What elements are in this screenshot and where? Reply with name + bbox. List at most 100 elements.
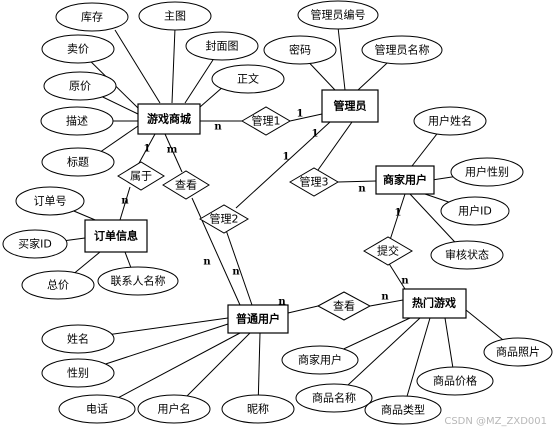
attribute-user-name: 姓名: [41, 324, 115, 354]
relationship-manage3: 管理3: [289, 167, 339, 197]
attribute-user-gender: 性别: [41, 358, 115, 388]
attribute-order-total: 总价: [21, 270, 95, 300]
svg-text:商品照片: 商品照片: [496, 345, 540, 359]
attribute-order-buyer-id: 买家ID: [2, 229, 68, 259]
attribute-store-price: 卖价: [41, 34, 115, 64]
attribute-store-inventory: 库存: [55, 2, 129, 32]
svg-text:管理员编号: 管理员编号: [311, 8, 366, 22]
svg-text:查看: 查看: [175, 178, 197, 192]
attribute-game-merchant-user: 商家用户: [281, 345, 359, 375]
svg-text:订单信息: 订单信息: [94, 229, 138, 243]
svg-text:用户名: 用户名: [158, 402, 191, 416]
cardinality-label: 1: [312, 129, 319, 140]
svg-text:提交: 提交: [377, 244, 399, 258]
attribute-store-original-price: 原价: [43, 71, 117, 101]
relationship-view-store: 查看: [162, 170, 210, 200]
attribute-order-number: 订单号: [15, 186, 85, 216]
svg-text:描述: 描述: [66, 114, 88, 128]
svg-text:商家用户: 商家用户: [298, 353, 342, 367]
cardinality-label: m: [167, 145, 178, 156]
attribute-admin-name: 管理员名称: [361, 35, 443, 65]
svg-text:管理员名称: 管理员名称: [375, 43, 430, 57]
attribute-merchant-audit-status: 审核状态: [430, 240, 504, 270]
cardinality-label: 1: [297, 109, 304, 120]
entity-game-store: 游戏商城: [137, 103, 201, 135]
svg-text:姓名: 姓名: [67, 332, 89, 346]
svg-text:热门游戏: 热门游戏: [412, 296, 456, 310]
cardinality-label: 1: [283, 152, 290, 163]
relationship-view-game: 查看: [316, 291, 372, 321]
entity-normal-user: 普通用户: [227, 304, 289, 334]
svg-text:订单号: 订单号: [34, 195, 67, 208]
entity-admin: 管理员: [321, 89, 379, 123]
attribute-store-cover: 封面图: [185, 31, 259, 61]
svg-text:卖价: 卖价: [67, 43, 89, 56]
entity-order-info: 订单信息: [84, 219, 148, 253]
svg-text:联系人名称: 联系人名称: [111, 274, 166, 288]
cardinality-label: n: [232, 267, 240, 278]
relationship-manage2: 管理2: [199, 204, 249, 234]
svg-text:商品价格: 商品价格: [433, 374, 477, 388]
cardinality-label: n: [278, 297, 286, 308]
svg-text:查看: 查看: [333, 299, 355, 313]
attribute-merchant-gender: 用户性别: [450, 157, 524, 187]
svg-text:商品类型: 商品类型: [381, 403, 425, 417]
entity-hot-game: 热门游戏: [402, 288, 467, 319]
cardinality-label: n: [381, 292, 389, 303]
svg-text:性别: 性别: [67, 366, 89, 380]
attribute-user-phone: 电话: [58, 394, 136, 424]
attribute-admin-password: 密码: [263, 35, 337, 65]
svg-text:用户姓名: 用户姓名: [428, 114, 472, 128]
cardinality-label: 1: [395, 208, 402, 219]
svg-text:电话: 电话: [86, 403, 108, 416]
svg-text:密码: 密码: [289, 43, 311, 57]
cardinality-label: n: [358, 184, 366, 195]
watermark: CSDN @MZ_ZXD001: [444, 416, 547, 427]
attribute-game-type: 商品类型: [364, 395, 442, 425]
svg-text:用户性别: 用户性别: [465, 165, 509, 179]
cardinality-label: 1: [144, 144, 151, 155]
attribute-store-body: 正文: [211, 64, 285, 94]
svg-text:昵称: 昵称: [247, 402, 269, 416]
attribute-admin-number: 管理员编号: [297, 0, 379, 30]
attribute-merchant-user-id: 用户ID: [440, 196, 510, 226]
attribute-store-description: 描述: [40, 106, 114, 136]
attribute-game-price: 商品价格: [416, 366, 494, 396]
svg-text:管理员: 管理员: [334, 99, 367, 113]
svg-text:封面图: 封面图: [206, 39, 239, 53]
svg-text:管理2: 管理2: [210, 212, 239, 226]
svg-text:正文: 正文: [237, 72, 259, 86]
svg-text:用户ID: 用户ID: [458, 204, 492, 218]
svg-text:审核状态: 审核状态: [445, 248, 489, 262]
attribute-merchant-user-name: 用户姓名: [413, 106, 487, 136]
cardinality-label: n: [203, 257, 211, 268]
attribute-store-theme: 主图: [138, 1, 212, 31]
cardinality-label: n: [214, 122, 222, 133]
svg-text:原价: 原价: [69, 80, 91, 93]
cardinality-label: n: [401, 276, 409, 287]
svg-text:库存: 库存: [81, 10, 103, 24]
attribute-user-username: 用户名: [137, 394, 211, 424]
cardinality-label: n: [121, 196, 129, 207]
attribute-user-nickname: 昵称: [221, 394, 295, 424]
cardinalities: n 1 1 n m n n n n 1 1 n 1 n: [121, 109, 409, 308]
relationship-manage1: 管理1: [241, 106, 291, 136]
svg-text:商家用户: 商家用户: [383, 173, 427, 187]
svg-text:管理1: 管理1: [252, 114, 281, 128]
attribute-store-title: 标题: [41, 147, 115, 177]
svg-text:标题: 标题: [67, 155, 89, 169]
svg-text:主图: 主图: [164, 10, 186, 23]
svg-text:商品名称: 商品名称: [312, 391, 356, 405]
svg-text:总价: 总价: [47, 278, 69, 292]
entity-merchant-user: 商家用户: [375, 165, 435, 195]
attribute-game-name: 商品名称: [295, 383, 373, 413]
svg-text:属于: 属于: [130, 170, 152, 183]
svg-text:买家ID: 买家ID: [18, 237, 52, 251]
relationship-submit: 提交: [363, 236, 413, 266]
svg-text:管理3: 管理3: [300, 175, 329, 189]
svg-text:游戏商城: 游戏商城: [147, 112, 191, 126]
relationship-belongs: 属于: [117, 161, 165, 191]
attribute-game-photo: 商品照片: [483, 337, 553, 367]
svg-text:普通用户: 普通用户: [236, 312, 280, 326]
